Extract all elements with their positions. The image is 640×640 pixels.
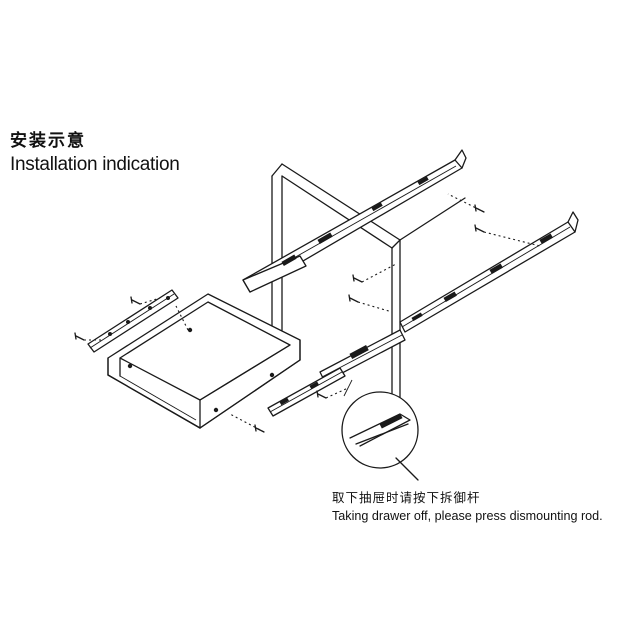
drawer-left-slide	[87, 289, 179, 353]
screw-icon	[74, 332, 85, 341]
detail-magnifier	[341, 379, 419, 481]
screw-icon	[474, 224, 485, 233]
caption-chinese: 取下抽屉时请按下拆御杆	[332, 490, 481, 505]
title-block: 安装示意 Installation indication	[10, 130, 180, 178]
cabinet-frame	[271, 163, 466, 401]
caption-block: 取下抽屉时请按下拆御杆 Taking drawer off, please pr…	[332, 489, 603, 525]
screw-icon	[316, 390, 327, 399]
screw-icon	[352, 274, 363, 283]
drawer-right-slide	[267, 367, 346, 417]
title-english: Installation indication	[10, 154, 180, 175]
title-chinese: 安装示意	[10, 131, 86, 151]
drawer-box	[107, 293, 301, 429]
rear-cabinet-slide	[242, 149, 467, 293]
screw-icon	[130, 296, 141, 305]
screw-icon	[348, 294, 359, 303]
front-cabinet-slide	[319, 211, 579, 383]
alignment-lines	[84, 193, 541, 433]
caption-english: Taking drawer off, please press dismount…	[332, 509, 603, 523]
